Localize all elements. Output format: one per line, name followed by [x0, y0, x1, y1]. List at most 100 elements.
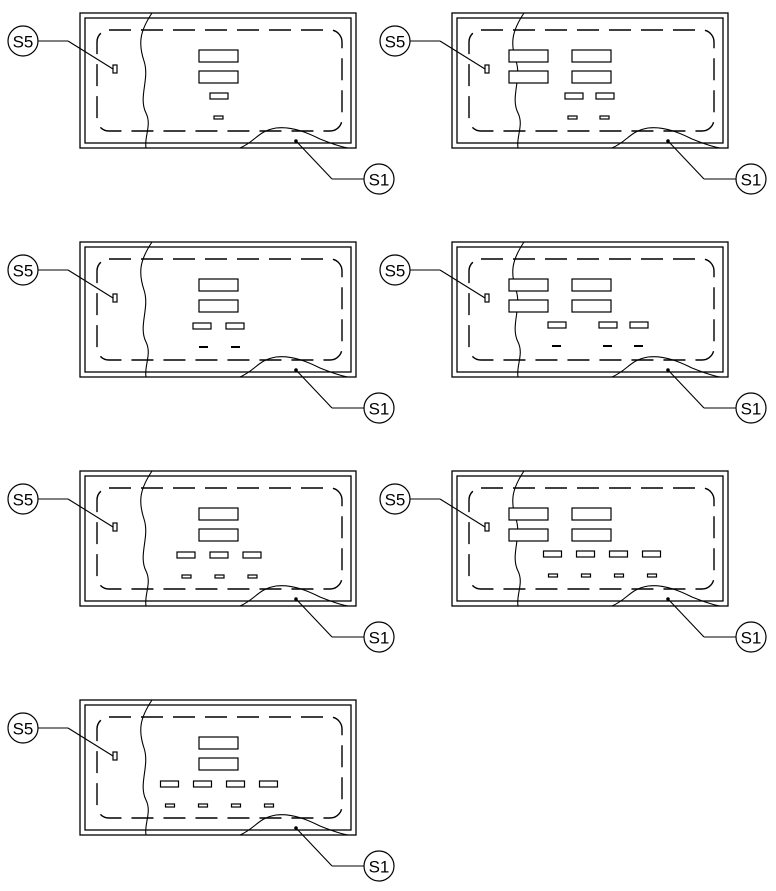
small-device-s5 [112, 751, 118, 761]
inner-frame [456, 475, 724, 602]
callout-leader-s5 [67, 727, 114, 757]
dashed-recess-outline [96, 29, 343, 132]
wall-panel [451, 241, 729, 378]
outer-frame [451, 12, 729, 149]
callout-circle-s1 [735, 163, 767, 195]
callout-circle-s5 [7, 483, 39, 515]
large-panel-block [508, 70, 549, 84]
small-mark [603, 345, 612, 347]
small-mark [231, 346, 240, 348]
break-line [140, 241, 153, 378]
large-panel-block [198, 736, 239, 750]
callout-label-s1: S1 [369, 171, 390, 190]
callout-label-s5: S5 [13, 720, 34, 739]
bottom-wave-line [239, 127, 349, 149]
wall-panel [79, 470, 357, 607]
large-panel-block [571, 299, 612, 313]
callout-label-s1: S1 [741, 629, 762, 648]
wall-panel [79, 12, 357, 149]
large-panel-block [198, 528, 239, 542]
small-panel-block [542, 550, 563, 558]
callout-leader-s1 [295, 140, 333, 180]
large-panel-block [508, 507, 549, 521]
small-device-s5 [112, 293, 118, 303]
callout-label-s1: S1 [369, 629, 390, 648]
inner-frame [84, 17, 352, 144]
callout-leader-s1 [295, 827, 333, 867]
wall-panel [79, 699, 357, 836]
outer-frame [79, 241, 357, 378]
callout-circle-s1 [735, 621, 767, 653]
small-mark [199, 346, 208, 348]
callout-circle-s1 [363, 621, 395, 653]
dashed-recess-outline [468, 487, 715, 590]
inner-frame [456, 17, 724, 144]
wall-panel [79, 241, 357, 378]
dashed-recess-outline [96, 258, 343, 361]
small-device-s5 [484, 64, 490, 74]
large-panel-block [198, 70, 239, 84]
large-panel-block [571, 49, 612, 63]
inner-frame [84, 704, 352, 831]
small-panel-block [595, 92, 615, 100]
callout-label-s5: S5 [385, 262, 406, 281]
callout-label-s1: S1 [741, 400, 762, 419]
wall-panel [451, 12, 729, 149]
small-panel-block [608, 550, 629, 558]
callout-leader-s5 [67, 269, 114, 299]
small-panel-block [176, 551, 196, 559]
callout-leader-s1 [667, 598, 705, 638]
small-mark [164, 803, 176, 808]
callout-label-s5: S5 [385, 33, 406, 52]
large-panel-block [571, 70, 612, 84]
break-line [140, 12, 153, 149]
small-panel-block [209, 92, 229, 100]
dashed-recess-outline [468, 29, 715, 132]
small-device-s5 [112, 522, 118, 532]
large-panel-block [198, 49, 239, 63]
callout-circle-s5 [7, 712, 39, 744]
small-mark [197, 803, 209, 808]
small-device-s5 [484, 293, 490, 303]
wall-panel [451, 470, 729, 607]
dashed-recess-outline [468, 258, 715, 361]
small-panel-block [192, 322, 212, 330]
large-panel-block [508, 49, 549, 63]
small-panel-block [242, 551, 262, 559]
small-mark [599, 115, 610, 120]
large-panel-block [571, 528, 612, 542]
callout-circle-s5 [7, 25, 39, 57]
large-panel-block [198, 299, 239, 313]
small-panel-block [564, 92, 584, 100]
bottom-wave-line [611, 356, 721, 378]
outer-frame [79, 699, 357, 836]
bottom-wave-line [239, 585, 349, 607]
callout-circle-s5 [7, 254, 39, 286]
small-mark [634, 345, 643, 347]
small-panel-block [598, 321, 618, 329]
callout-label-s5: S5 [385, 491, 406, 510]
break-line [512, 241, 525, 378]
callout-circle-s1 [363, 163, 395, 195]
small-panel-block [192, 780, 213, 788]
large-panel-block [198, 278, 239, 292]
inner-frame [84, 246, 352, 373]
inner-frame [456, 246, 724, 373]
small-mark [263, 803, 275, 808]
small-panel-block [629, 321, 649, 329]
break-line [140, 699, 153, 836]
small-mark [181, 574, 192, 579]
outer-frame [451, 470, 729, 607]
small-mark [213, 115, 224, 120]
small-device-s5 [112, 64, 118, 74]
callout-label-s5: S5 [13, 491, 34, 510]
callout-label-s5: S5 [13, 262, 34, 281]
dashed-recess-outline [96, 487, 343, 590]
callout-circle-s5 [379, 25, 411, 57]
bottom-wave-line [239, 356, 349, 378]
small-mark [547, 573, 559, 578]
large-panel-block [508, 278, 549, 292]
callout-leader-s5 [67, 40, 114, 70]
callout-leader-s1 [295, 369, 333, 409]
